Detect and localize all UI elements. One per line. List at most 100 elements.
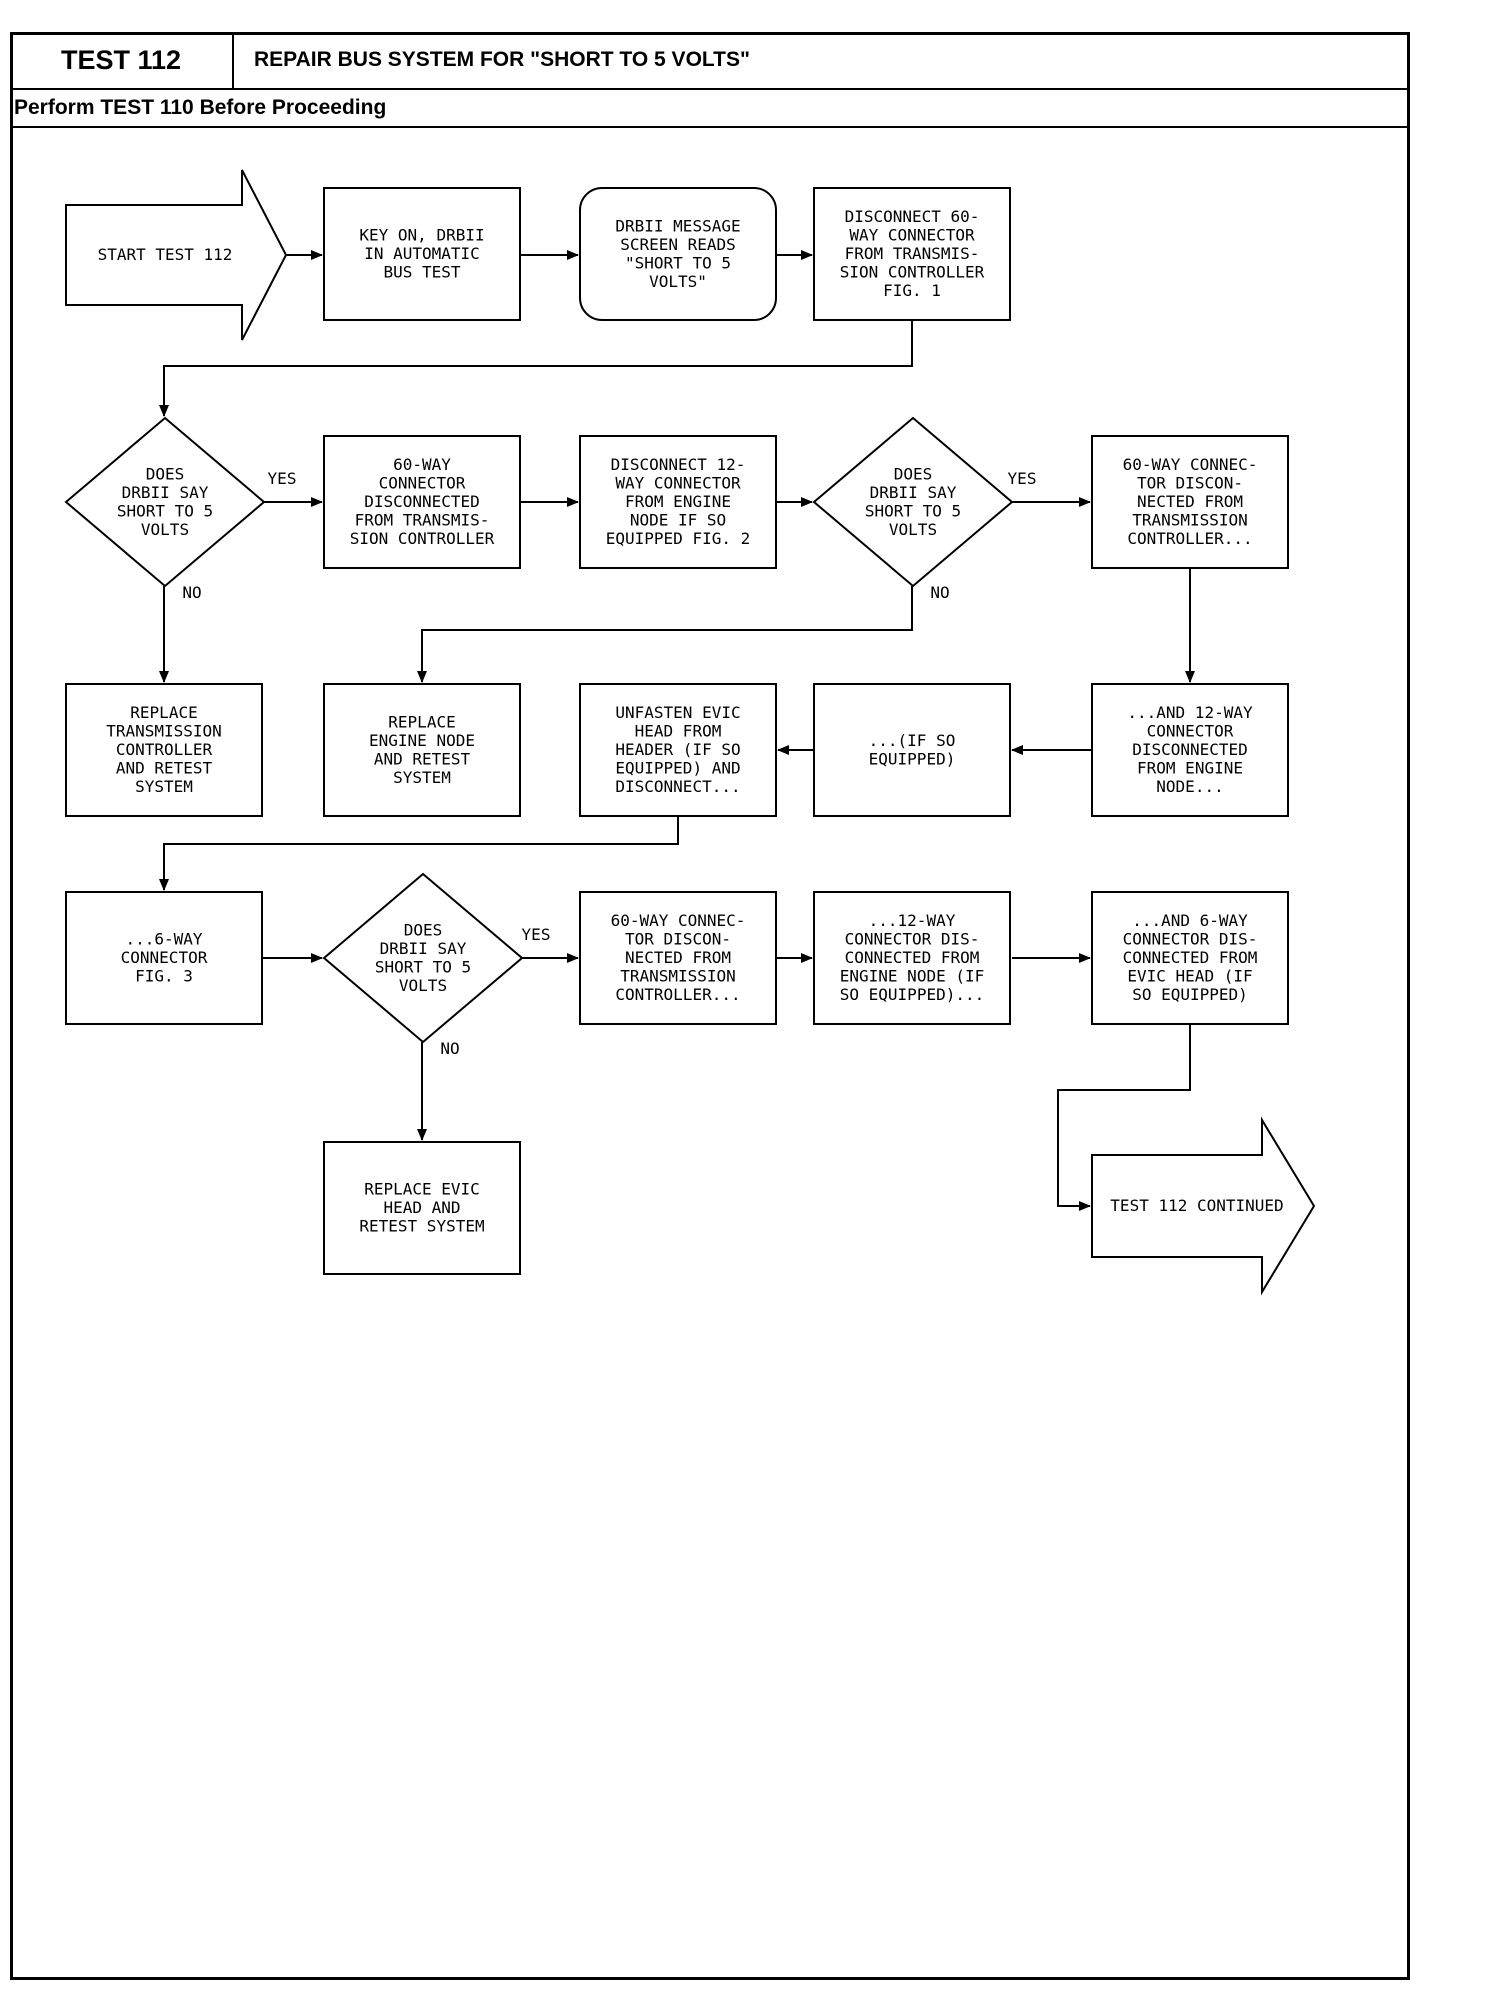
node-text-line: SCREEN READS [620,235,736,254]
node-text-line: SION CONTROLLER [840,263,985,282]
node-text-line: EQUIPPED FIG. 2 [606,529,751,548]
node-text-line: SION CONTROLLER [350,529,495,548]
node-text-line: DRBII SAY [380,939,467,958]
node-text-line: SYSTEM [135,777,193,796]
node-text-line: VOLTS [399,976,447,995]
node-text-line: EQUIPPED) AND [615,759,740,778]
yes-label: YES [522,925,551,944]
prerequisite-row: Perform TEST 110 Before Proceeding [10,90,1410,128]
prerequisite-text: Perform TEST 110 Before Proceeding [14,96,387,119]
node-text-line: ...6-WAY [125,930,202,949]
node-text-line: EQUIPPED) [869,749,956,768]
process-box [323,435,521,569]
no-label: NO [930,583,949,602]
node-text-line: NODE IF SO [630,511,726,530]
yes-label: YES [268,469,297,488]
node-text-line: WAY CONNECTOR [615,474,741,493]
node-text-line: DRBII SAY [870,483,957,502]
decision-diamond [322,872,524,1044]
connector-arrow [159,816,679,891]
node-text-line: ...AND 12-WAY [1127,703,1253,722]
node-text-line: "SHORT TO 5 [625,253,731,272]
decision-diamond [64,416,266,588]
node-text-line: IN AUTOMATIC [364,244,480,263]
node-text-line: RETEST SYSTEM [359,1217,484,1236]
connector-arrow [159,320,913,417]
node-text-line: CONNECTOR [1147,722,1234,741]
node-text-line: 60-WAY CONNEC- [611,911,746,930]
display-box [579,187,777,321]
process-box [813,891,1011,1025]
node-text-line: REPLACE [130,703,197,722]
process-box [1091,891,1289,1025]
node-text-line: EVIC HEAD (IF [1127,967,1252,986]
node-text-line: CONTROLLER... [1127,529,1252,548]
yes-label: YES [1008,469,1037,488]
node-text-line: FROM TRANSMIS- [845,244,980,263]
process-box [813,187,1011,321]
node-text-line: CONNECTOR [379,474,466,493]
node-text-line: NECTED FROM [1137,492,1243,511]
process-box [1091,683,1289,817]
node-start: START TEST 112 [65,169,288,341]
node-text-line: SYSTEM [393,768,451,787]
node-text-line: UNFASTEN EVIC [615,703,740,722]
node-text-line: SO EQUIPPED) [1132,985,1248,1004]
node-text-line: HEAD AND [383,1198,460,1217]
test-number: TEST 112 [10,32,234,88]
node-text-line: CONNECTOR [121,948,208,967]
header-row: TEST 112 REPAIR BUS SYSTEM FOR "SHORT TO… [10,32,1410,90]
process-box [1091,435,1289,569]
node-text-line: FIG. 3 [135,967,193,986]
node-text-line: DISCONNECT... [615,777,740,796]
node-text-line: VOLTS [141,520,189,539]
node-text-line: 60-WAY [393,455,451,474]
node-text-line: NODE... [1156,777,1223,796]
node-text-line: DISCONNECTED [1132,740,1248,759]
node-text-line: BUS TEST [383,263,460,282]
node-text-line: TRANSMISSION [620,967,736,986]
node-text-line: ...AND 6-WAY [1132,911,1248,930]
process-box [579,435,777,569]
node-text-line: DISCONNECT 12- [611,455,746,474]
edge-labels: YES NO YES NO YES NO [182,469,1036,1058]
no-label: NO [182,583,201,602]
node-text-line: DRBII MESSAGE [615,216,740,235]
process-box [323,187,521,321]
node-text-line: DISCONNECT 60- [845,207,980,226]
node-text-line: TOR DISCON- [1137,474,1243,493]
terminal-arrow [65,169,288,341]
node-text-line: SO EQUIPPED)... [840,985,985,1004]
node-text-line: TOR DISCON- [625,930,731,949]
node-text-line: DRBII SAY [122,483,209,502]
node-text-line: VOLTS" [649,272,707,291]
node-text-line: REPLACE EVIC [364,1180,480,1199]
node-text-line: NECTED FROM [625,948,731,967]
node-text-line: CONTROLLER [116,740,213,759]
node-text-line: CONNECTOR DIS- [1123,930,1258,949]
connectors [159,250,1195,1211]
node-text-line: HEADER (IF SO [615,740,740,759]
node-text-line: TEST 112 CONTINUED [1110,1196,1283,1215]
no-label: NO [440,1039,459,1058]
node-text-line: FROM ENGINE [625,492,731,511]
node-text-line: SHORT TO 5 [117,501,213,520]
node-text-line: AND RETEST [116,759,213,778]
node-text-line: SHORT TO 5 [865,501,961,520]
connector-arrow [417,586,913,683]
node-text-line: START TEST 112 [98,245,233,264]
node-text-line: DOES [146,464,185,483]
node-text-line: WAY CONNECTOR [849,226,975,245]
